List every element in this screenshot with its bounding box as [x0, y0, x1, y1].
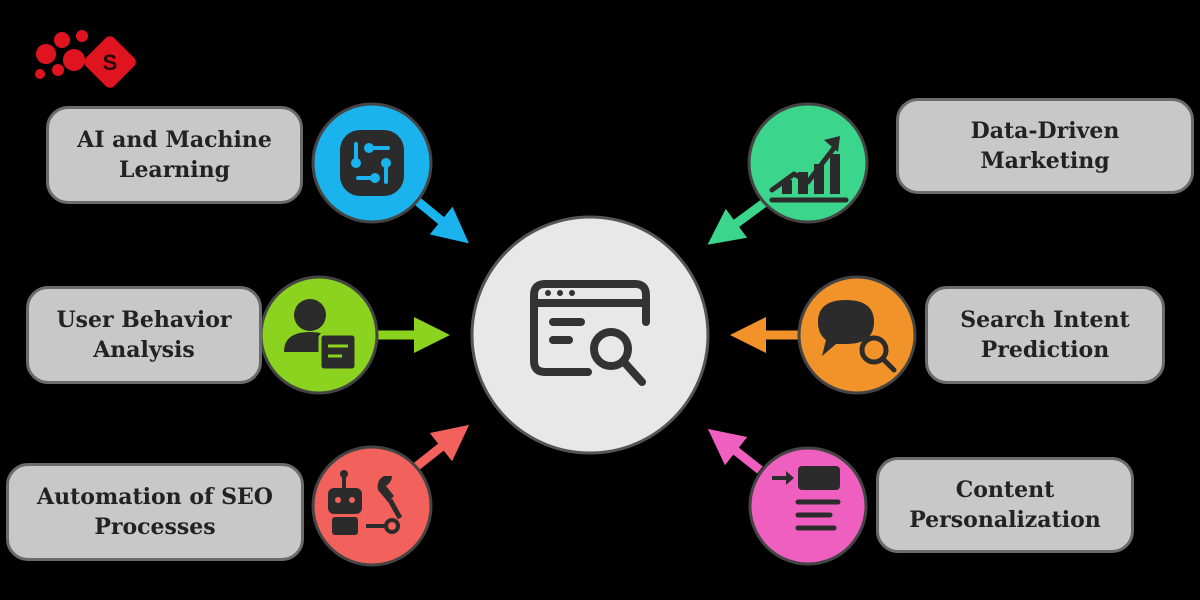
- cp-icon-circle: [748, 446, 868, 566]
- label-user-behavior-analysis: User Behavior Analysis: [26, 286, 262, 384]
- ddm-icon-circle: [747, 102, 869, 224]
- robot-wrench-icon: [328, 470, 403, 535]
- brain-circuit-icon: [340, 130, 404, 196]
- growth-chart-icon: [769, 136, 849, 203]
- logo: S: [35, 30, 136, 88]
- user-document-icon: [284, 299, 358, 372]
- label-data-driven-marketing: Data-Driven Marketing: [896, 98, 1194, 194]
- label-content-personalization: Content Personalization: [876, 457, 1134, 553]
- logo-letter: S: [103, 50, 118, 75]
- chat-search-icon: [818, 300, 897, 373]
- arrow-ddm: [707, 196, 771, 245]
- arrow-cp: [707, 428, 763, 474]
- browser-search-icon: [530, 280, 650, 386]
- center-hub: [470, 215, 710, 455]
- content-layout-icon: [772, 466, 841, 531]
- label-automation-seo: Automation of SEO Processes: [6, 463, 304, 561]
- label-search-intent-prediction: Search Intent Prediction: [925, 286, 1165, 384]
- label-ai-machine-learning: AI and Machine Learning: [46, 106, 303, 204]
- arrow-auto: [409, 424, 470, 474]
